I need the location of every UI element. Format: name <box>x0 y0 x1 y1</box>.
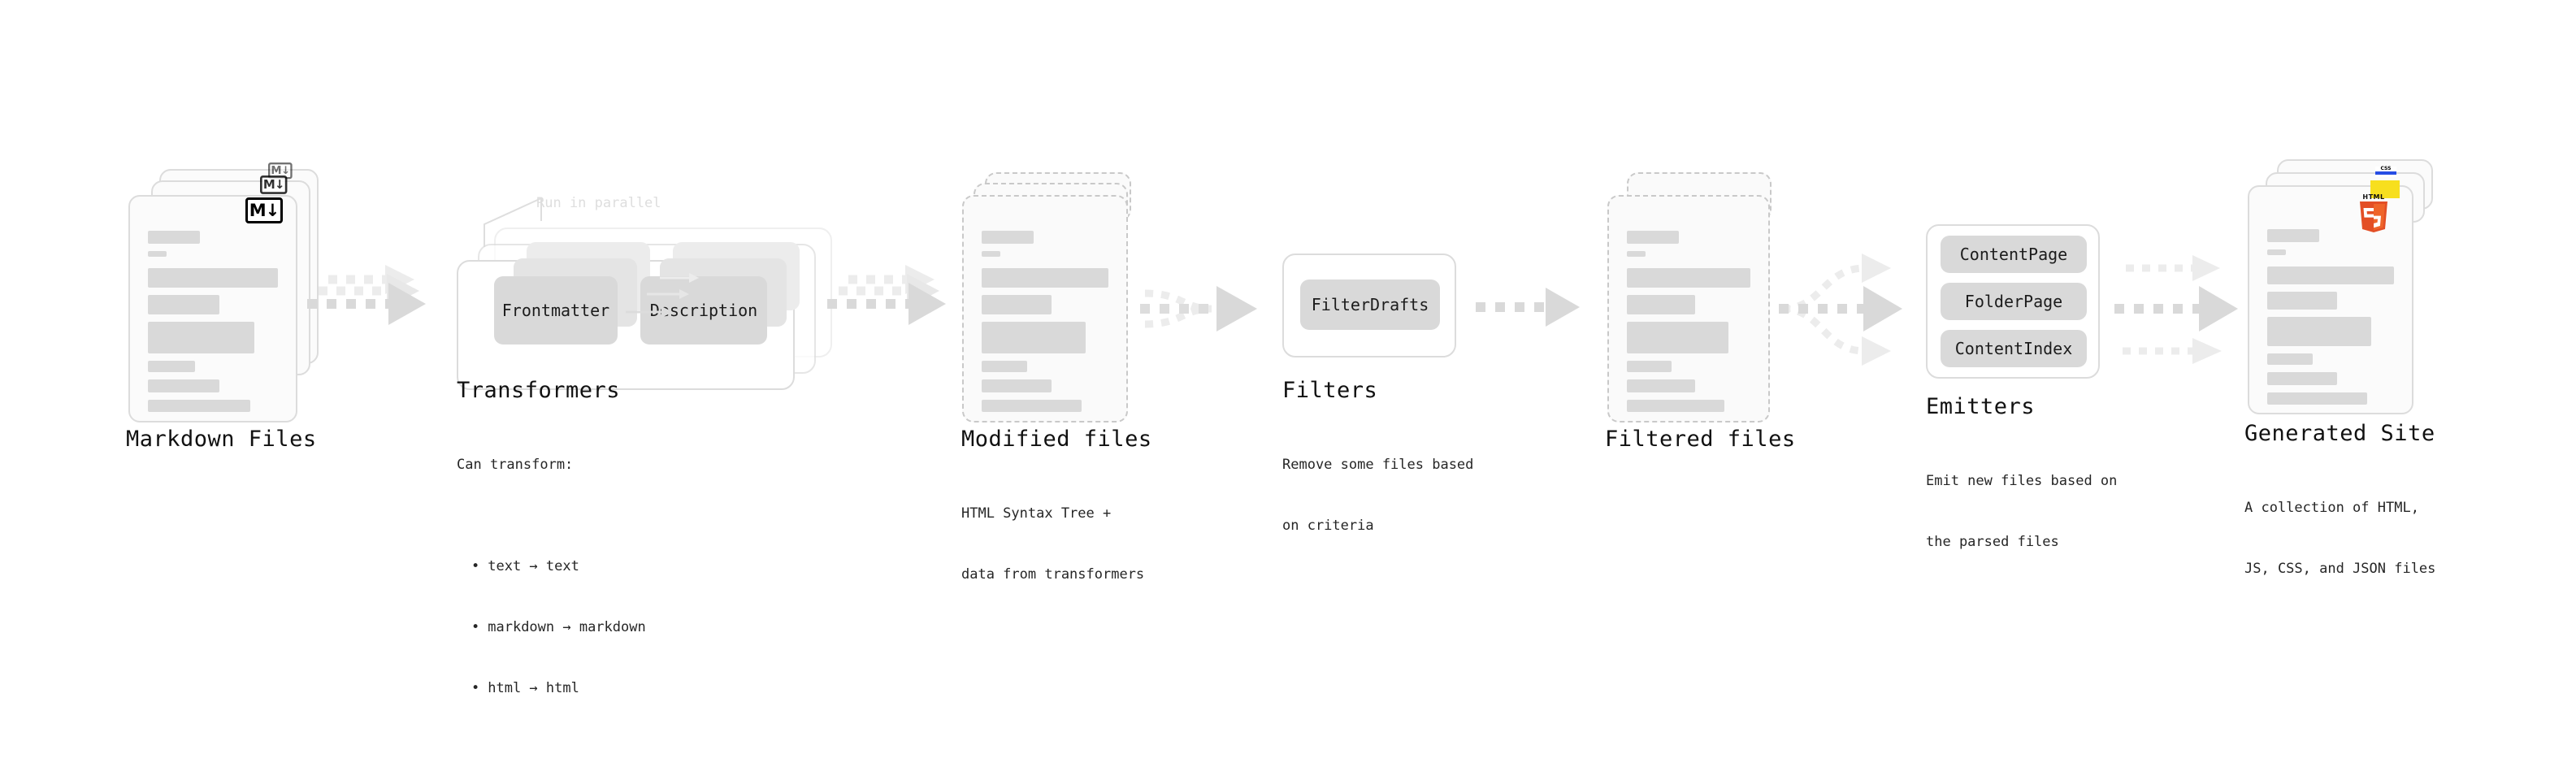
content-bar <box>148 231 200 244</box>
transformers-bullet: html → html <box>471 678 646 699</box>
markdown-badge-mid: M↓ <box>260 176 288 194</box>
content-bar <box>2267 292 2337 310</box>
content-bar <box>1627 361 1672 372</box>
stage-desc-modified-files: HTML Syntax Tree + data from transformer… <box>961 463 1144 626</box>
content-bar <box>2267 266 2394 284</box>
stage-title-filtered-files: Filtered files <box>1605 427 1796 452</box>
arrow-transformers-to-modified <box>821 260 951 358</box>
content-bar <box>148 361 195 372</box>
content-bar <box>1627 400 1725 412</box>
arrow-emitters-to-site <box>2114 236 2261 382</box>
generated-desc-line: A collection of HTML, <box>2244 500 2419 516</box>
content-bar <box>2267 229 2319 242</box>
arrow-filtered-to-emitters <box>1776 236 1930 382</box>
content-bar <box>148 322 255 353</box>
stage-title-transformers: Transformers <box>457 378 621 403</box>
content-bar <box>148 268 278 288</box>
content-bar <box>982 268 1108 288</box>
content-bar <box>1627 322 1728 353</box>
stage-desc-transformers: Can transform: text → text markdown → ma… <box>457 414 646 780</box>
arrow-modified-to-filters <box>1134 258 1280 364</box>
content-bar <box>1627 268 1750 288</box>
css-badge-label: CSS <box>2380 166 2392 171</box>
transformer-chip-frontmatter[interactable]: Frontmatter <box>494 276 618 344</box>
content-bar <box>2267 353 2314 365</box>
filters-desc-line: on criteria <box>1282 518 1374 534</box>
modified-file-card-front <box>962 195 1128 422</box>
generated-desc-line: JS, CSS, and JSON files <box>2244 561 2436 577</box>
modified-file-content <box>982 231 1108 419</box>
content-bar <box>1627 379 1695 392</box>
stage-title-filters: Filters <box>1282 378 1378 403</box>
css-badge-underline <box>2375 171 2396 175</box>
content-bar <box>1627 251 1646 257</box>
content-bar <box>982 322 1086 353</box>
run-in-parallel-label: Run in parallel <box>536 195 661 211</box>
arrow-markdown-to-transformers <box>301 260 431 358</box>
emitter-chip-contentpage[interactable]: ContentPage <box>1941 236 2087 273</box>
content-bar <box>148 295 219 314</box>
stage-title-generated-site: Generated Site <box>2244 421 2435 446</box>
content-bar <box>982 295 1052 314</box>
emitters-desc-line: Emit new files based on <box>1926 473 2118 489</box>
filter-chip-filterdrafts[interactable]: FilterDrafts <box>1300 280 1440 330</box>
diagram-canvas: M↓ M↓ M↓ Markdown Files Run in parallel <box>0 0 2576 681</box>
filtered-file-card-front <box>1607 195 1770 422</box>
stage-desc-filters: Remove some files based on criteria <box>1282 414 1473 577</box>
stage-title-modified-files: Modified files <box>961 427 1152 452</box>
content-bar <box>148 400 251 412</box>
transformers-bullet: text → text <box>471 557 646 577</box>
stage-title-markdown-files: Markdown Files <box>126 427 317 452</box>
generated-file-card-front <box>2248 185 2413 414</box>
content-bar <box>148 251 167 257</box>
content-bar <box>2267 372 2337 385</box>
arrow-filters-to-filtered <box>1472 283 1602 332</box>
content-bar <box>982 231 1034 244</box>
html5-badge: HTML <box>2357 193 2390 232</box>
html5-badge-label: HTML <box>2362 193 2385 201</box>
transformers-bullet-list: text → text markdown → markdown html → h… <box>457 516 646 739</box>
content-bar <box>982 400 1082 412</box>
markdown-file-content <box>148 231 278 419</box>
content-bar <box>148 379 219 392</box>
arrow-frontmatter-to-description <box>614 268 699 349</box>
modified-desc-line: HTML Syntax Tree + <box>961 505 1112 522</box>
content-bar <box>1627 295 1695 314</box>
transformers-bullet: markdown → markdown <box>471 618 645 638</box>
content-bar <box>982 379 1052 392</box>
markdown-badge-back: M↓ <box>268 162 293 180</box>
transformers-desc-line: Can transform: <box>457 457 574 473</box>
run-in-parallel-bracket <box>479 193 585 250</box>
stage-desc-emitters: Emit new files based on the parsed files <box>1926 431 2117 593</box>
markdown-file-card-front <box>128 195 297 422</box>
stage-title-emitters: Emitters <box>1926 394 2036 419</box>
emitter-chip-contentindex[interactable]: ContentIndex <box>1941 330 2087 367</box>
markdown-badge-front: M↓ <box>245 197 283 223</box>
generated-site-stack: CSS HTML <box>0 0 2433 414</box>
content-bar <box>2267 249 2286 255</box>
content-bar <box>1627 231 1679 244</box>
emitters-desc-line: the parsed files <box>1926 534 2059 550</box>
stage-desc-generated-site: A collection of HTML, JS, CSS, and JSON … <box>2244 457 2435 620</box>
generated-file-content <box>2267 229 2394 412</box>
emitter-chip-folderpage[interactable]: FolderPage <box>1941 283 2087 320</box>
content-bar <box>2267 392 2368 405</box>
css-badge: CSS <box>2375 167 2396 177</box>
filtered-file-content <box>1627 231 1750 419</box>
filters-desc-line: Remove some files based <box>1282 457 1474 473</box>
content-bar <box>2267 317 2371 346</box>
js-badge <box>2370 180 2400 198</box>
modified-desc-line: data from transformers <box>961 566 1145 583</box>
content-bar <box>982 251 1000 257</box>
content-bar <box>982 361 1028 372</box>
